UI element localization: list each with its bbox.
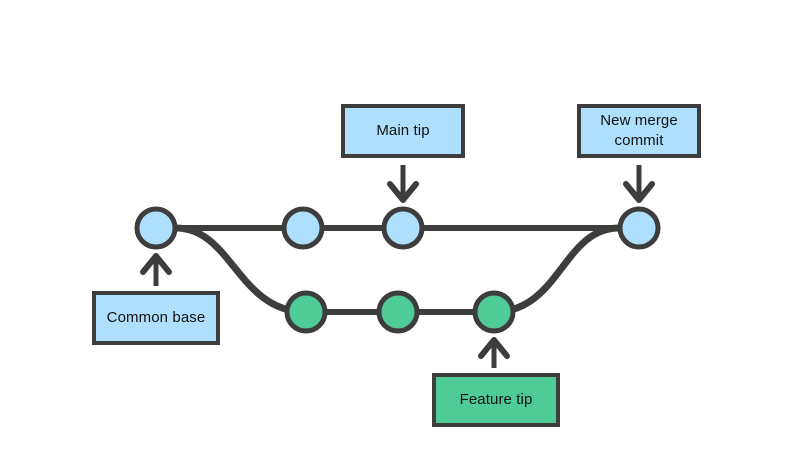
arrow-new-merge-icon — [623, 165, 655, 203]
arrow-feature-tip-icon — [478, 337, 510, 368]
commit-node-merge-commit[interactable] — [617, 206, 661, 250]
label-box-common-base[interactable]: Common base — [92, 291, 220, 345]
commit-node-feat-3[interactable] — [472, 290, 516, 334]
arrow-common-base-icon — [140, 253, 172, 286]
branch-off-curve — [172, 224, 310, 316]
commit-node-main-2[interactable] — [281, 206, 325, 250]
label-box-feature-tip[interactable]: Feature tip — [432, 373, 560, 427]
label-text-new-merge-line2: commit — [614, 132, 664, 149]
commit-node-main-tip[interactable] — [381, 206, 425, 250]
merge-curve — [490, 224, 623, 316]
commit-node-base[interactable] — [134, 206, 178, 250]
label-box-new-merge-commit[interactable]: New merge commit — [577, 104, 701, 158]
label-text-feature-tip: Feature tip — [459, 391, 533, 409]
label-text-new-merge-commit: New merge commit — [600, 111, 678, 151]
label-text-new-merge-line1: New merge — [600, 112, 678, 130]
label-text-common-base: Common base — [106, 309, 206, 327]
commit-node-feat-1[interactable] — [284, 290, 328, 334]
arrow-main-tip-icon — [387, 165, 419, 203]
commit-node-feat-2[interactable] — [376, 290, 420, 334]
label-text-main-tip: Main tip — [376, 122, 430, 140]
label-box-main-tip[interactable]: Main tip — [341, 104, 465, 158]
